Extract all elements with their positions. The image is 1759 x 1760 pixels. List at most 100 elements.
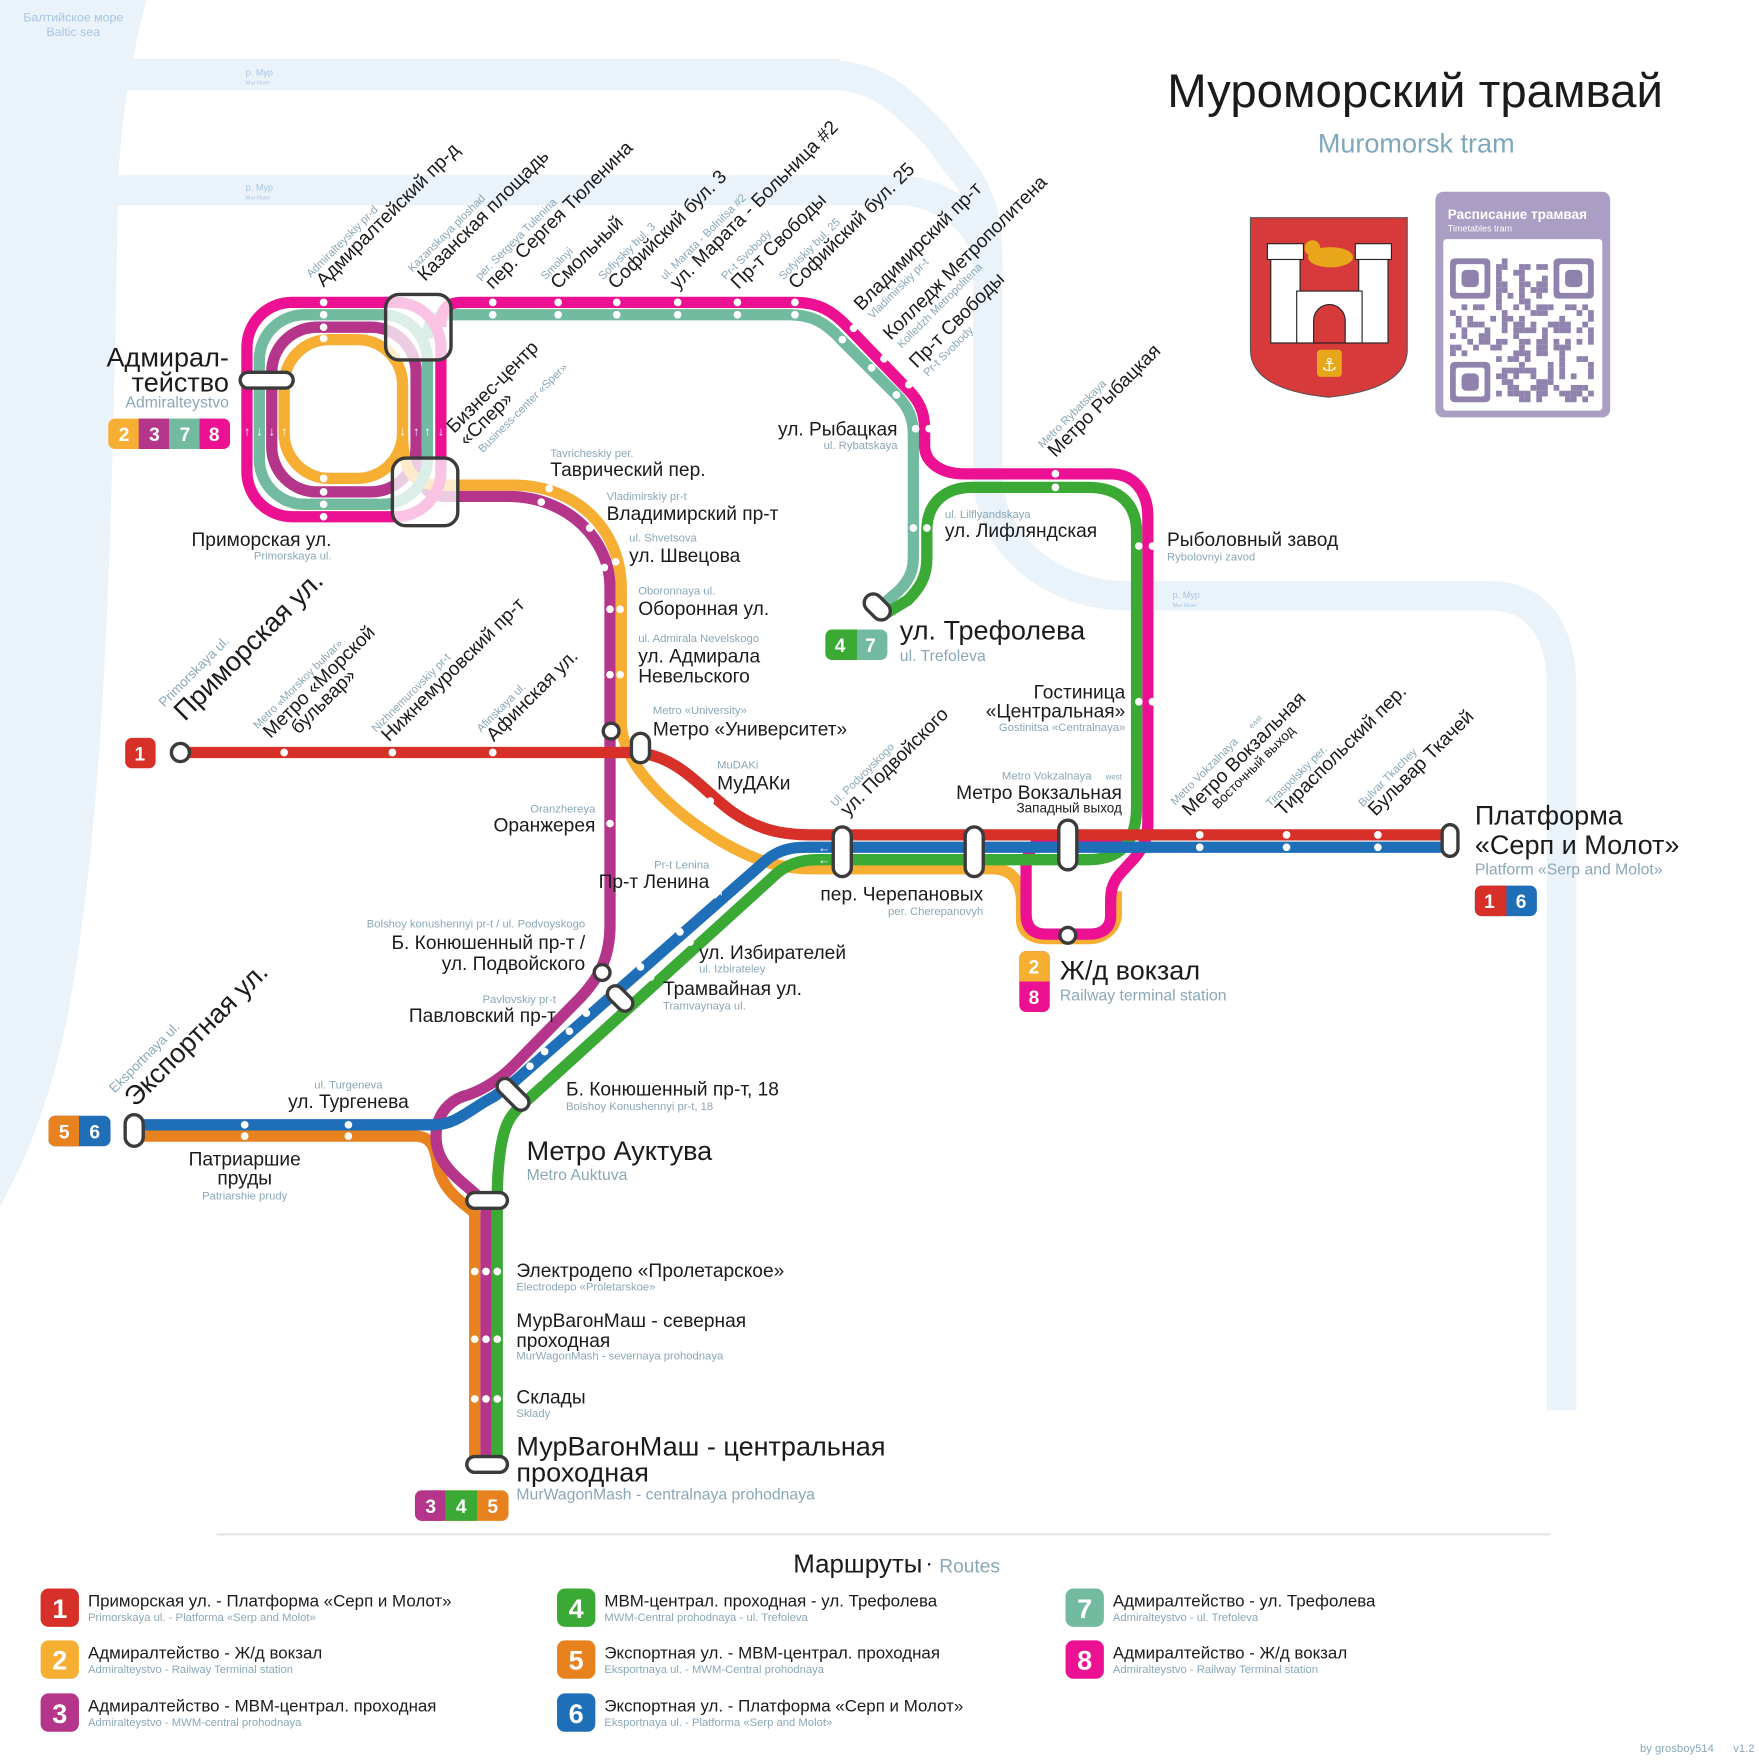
- station-railway[interactable]: Ж/д вокзал Railway terminal station: [1060, 955, 1227, 1004]
- badges-trefoleva: 4 7: [825, 629, 888, 660]
- station-oranzhereya[interactable]: Oranzhereya Оранжерея: [493, 803, 596, 836]
- transfer-podvoyskogo[interactable]: [831, 825, 854, 879]
- station-cherepanovykh[interactable]: пер. Черепановых per. Cherepanovyh: [820, 884, 983, 918]
- legend-route-6[interactable]: 6 Экспортная ул. - Платформа «Серп и Мол…: [557, 1693, 963, 1732]
- qr-module: [1570, 396, 1577, 403]
- station-vokzalnaya-west[interactable]: Metro Vokzalnaya west Метро Вокзальная З…: [956, 771, 1123, 816]
- qr-module: [1542, 333, 1548, 339]
- station-patriarshie[interactable]: Патриаршие пруды Patriarshie prudy: [189, 1149, 301, 1202]
- qr-module: [1547, 367, 1554, 374]
- legend-route-1[interactable]: 1 Приморская ул. - Платформа «Серп и Мол…: [40, 1588, 452, 1627]
- station-liflyandskaya[interactable]: ul. Lilflyandskaya ул. Лифляндская: [945, 509, 1097, 542]
- transfer-kazanskaya[interactable]: [383, 292, 453, 362]
- legend-route-2[interactable]: 2 Адмиралтейство - Ж/д вокзалAdmiralteys…: [40, 1640, 323, 1679]
- stop-dot: [344, 1120, 353, 1129]
- route-5-line: [133, 1130, 481, 1467]
- station-konushenny-podvoyskogo[interactable]: Bolshoy konushennyi pr-t / ul. Podvoysko…: [367, 918, 586, 975]
- station-afinskaya[interactable]: Афинская ул.Afinskaya ul.: [475, 640, 583, 748]
- legend-route-8[interactable]: 8 Адмиралтейство - Ж/д вокзалAdmiralteys…: [1065, 1640, 1348, 1679]
- svg-text:8: 8: [1077, 1646, 1092, 1676]
- station-admiralteystvo[interactable]: Адмирал- тейство Admiralteystvo: [107, 343, 230, 412]
- qr-code[interactable]: [1450, 258, 1594, 403]
- qr-module: [1588, 315, 1594, 322]
- station-vladimirskiy[interactable]: Vladimirskiy pr-t Владимирский пр-т: [607, 491, 779, 525]
- svg-text:Электродепо «Пролетарское»: Электродепо «Пролетарское»: [516, 1261, 784, 1282]
- station-sper[interactable]: Бизнес-центр«Спер»Business-center «Sper»: [443, 333, 570, 460]
- qr-module: [1513, 356, 1520, 362]
- terminus-platforma[interactable]: [1440, 823, 1460, 858]
- station-lenina[interactable]: Pr-t Lenina Пр-т Ленина: [599, 860, 710, 893]
- stop-dot: [540, 1047, 549, 1056]
- legend-route-7[interactable]: 7 Адмиралтейство - ул. ТрефолеваAdmiralt…: [1065, 1588, 1376, 1627]
- station-konushenny-18[interactable]: Б. Конюшенный пр-т, 18 Bolshoy Konushenn…: [566, 1079, 779, 1113]
- station-eksportnaya[interactable]: Экспортная ул.Eksportnaya ul.: [106, 947, 274, 1115]
- station-turgeneva[interactable]: ul. Turgeneva ул. Тургенева: [288, 1080, 409, 1113]
- arrow-down-icon: ↓: [256, 424, 262, 438]
- station-gostinitsa[interactable]: Гостиница «Центральная» Gostinitsa «Cent…: [986, 682, 1126, 734]
- terminus-admiralteystvo[interactable]: [238, 370, 295, 390]
- station-platforma[interactable]: Платформа «Серп и Молот» Platform «Serp …: [1475, 801, 1680, 879]
- transfer-universitet[interactable]: [601, 721, 621, 741]
- station-electrodepo[interactable]: Электродепо «Пролетарское» Electrodepo «…: [516, 1261, 784, 1294]
- station-mwm-north[interactable]: МурВагонМаш - северная проходная MurWago…: [516, 1311, 746, 1363]
- station-tramvaynaya[interactable]: Трамвайная ул. Tramvaynaya ul.: [663, 979, 802, 1013]
- svg-text:Admiralteystvo - Railway Termi: Admiralteystvo - Railway Terminal statio…: [1113, 1664, 1318, 1676]
- transfer-universitet[interactable]: [629, 731, 652, 765]
- station-mudaki[interactable]: MuDAKi МуДАКи: [717, 759, 790, 794]
- transfer-cherepanovykh[interactable]: [963, 825, 985, 879]
- terminus-eksportnaya[interactable]: [123, 1112, 145, 1148]
- transfer-auktuva-south[interactable]: [465, 1190, 510, 1210]
- timetable-qr-panel[interactable]: Расписание трамвая Timetables tram: [1435, 191, 1611, 418]
- legend-route-5[interactable]: 5 Экспортная ул. - МВМ-централ. проходна…: [557, 1640, 940, 1679]
- station-nevelskogo[interactable]: ul. Admirala Nevelskogo ул. Адмирала Нев…: [638, 633, 760, 688]
- qr-module: [1455, 321, 1462, 328]
- river-band-mid: [112, 174, 903, 206]
- terminus-primorskaya[interactable]: [169, 741, 192, 764]
- station-primorskaya-loop[interactable]: Приморская ул. Primorskaya ul.: [192, 530, 332, 563]
- qr-module: [1496, 298, 1502, 305]
- svg-text:Платформа: Платформа: [1475, 801, 1624, 831]
- legend-route-4[interactable]: 4 МВМ-централ. проходная - ул. Трефолева…: [557, 1588, 938, 1627]
- svg-text:·: ·: [925, 1550, 933, 1575]
- station-rybatskaya[interactable]: ул. Рыбацкая ul. Rybatskaya: [778, 419, 898, 452]
- terminus-mwm[interactable]: [465, 1454, 510, 1474]
- transfer-vokzalnaya-west[interactable]: [1057, 818, 1079, 872]
- station-pavlovskiy[interactable]: Pavlovskiy pr-t Павловский пр-т: [409, 994, 557, 1027]
- terminus-badges: 2 3 7 8 4 7 1 1 6 2 8: [48, 418, 1537, 1521]
- legend-route-3[interactable]: 3 Адмиралтейство - МВМ-централ. проходна…: [40, 1693, 437, 1732]
- transfer-konushenny[interactable]: [592, 962, 612, 983]
- station-sklady[interactable]: Склады Sklady: [516, 1387, 585, 1420]
- station-rybolovny[interactable]: Рыболовный завод Rybolovnyi zavod: [1167, 530, 1338, 564]
- svg-text:МурВагонМаш - центральная: МурВагонМаш - центральная: [516, 1431, 885, 1461]
- transfer-auktuva[interactable]: [494, 1075, 532, 1113]
- svg-text:Склады: Склады: [516, 1387, 585, 1408]
- qr-module: [1547, 361, 1554, 368]
- transfer-sper[interactable]: [390, 456, 460, 528]
- station-universitet[interactable]: Metro «University» Метро «Университет»: [653, 705, 847, 740]
- station-oboronnaya[interactable]: Oboronnaya ul. Оборонная ул.: [638, 586, 769, 620]
- svg-text:MurWagonMash - severnaya proho: MurWagonMash - severnaya prohodnaya: [516, 1350, 724, 1362]
- svg-text:Невельского: Невельского: [638, 667, 750, 688]
- map-subtitle: Muromorsk tram: [1318, 128, 1515, 158]
- station-mwm-central[interactable]: МурВагонМаш - центральная проходная MurW…: [516, 1431, 885, 1503]
- stop-dot: [686, 938, 694, 946]
- station-auktuva[interactable]: Метро Ауктува Metro Auktuva: [527, 1136, 714, 1184]
- qr-module: [1513, 350, 1520, 357]
- qr-module: [1519, 287, 1525, 293]
- station-trefoleva[interactable]: ул. Трефолева ul. Trefoleva: [900, 616, 1086, 665]
- station-tavricheskiy[interactable]: Tavricheskiy per. Таврический пер.: [550, 448, 705, 481]
- terminus-railway[interactable]: [1058, 925, 1078, 945]
- transfer-konushenny[interactable]: [604, 983, 636, 1015]
- stop-dot: [482, 1267, 490, 1276]
- svg-text:ul. Trefoleva: ul. Trefoleva: [900, 648, 986, 665]
- stop-dot: [482, 1335, 490, 1344]
- station-shvetsova[interactable]: ul. Shvetsova ул. Швецова: [629, 533, 740, 567]
- qr-module: [1478, 338, 1485, 345]
- station-izbirateley[interactable]: ул. Избирателей ul. Izbirateley: [699, 943, 846, 976]
- qr-module: [1507, 367, 1514, 374]
- stop-dot: [493, 1335, 502, 1344]
- stop-dot: [585, 524, 594, 532]
- stop-dot: [470, 1335, 479, 1344]
